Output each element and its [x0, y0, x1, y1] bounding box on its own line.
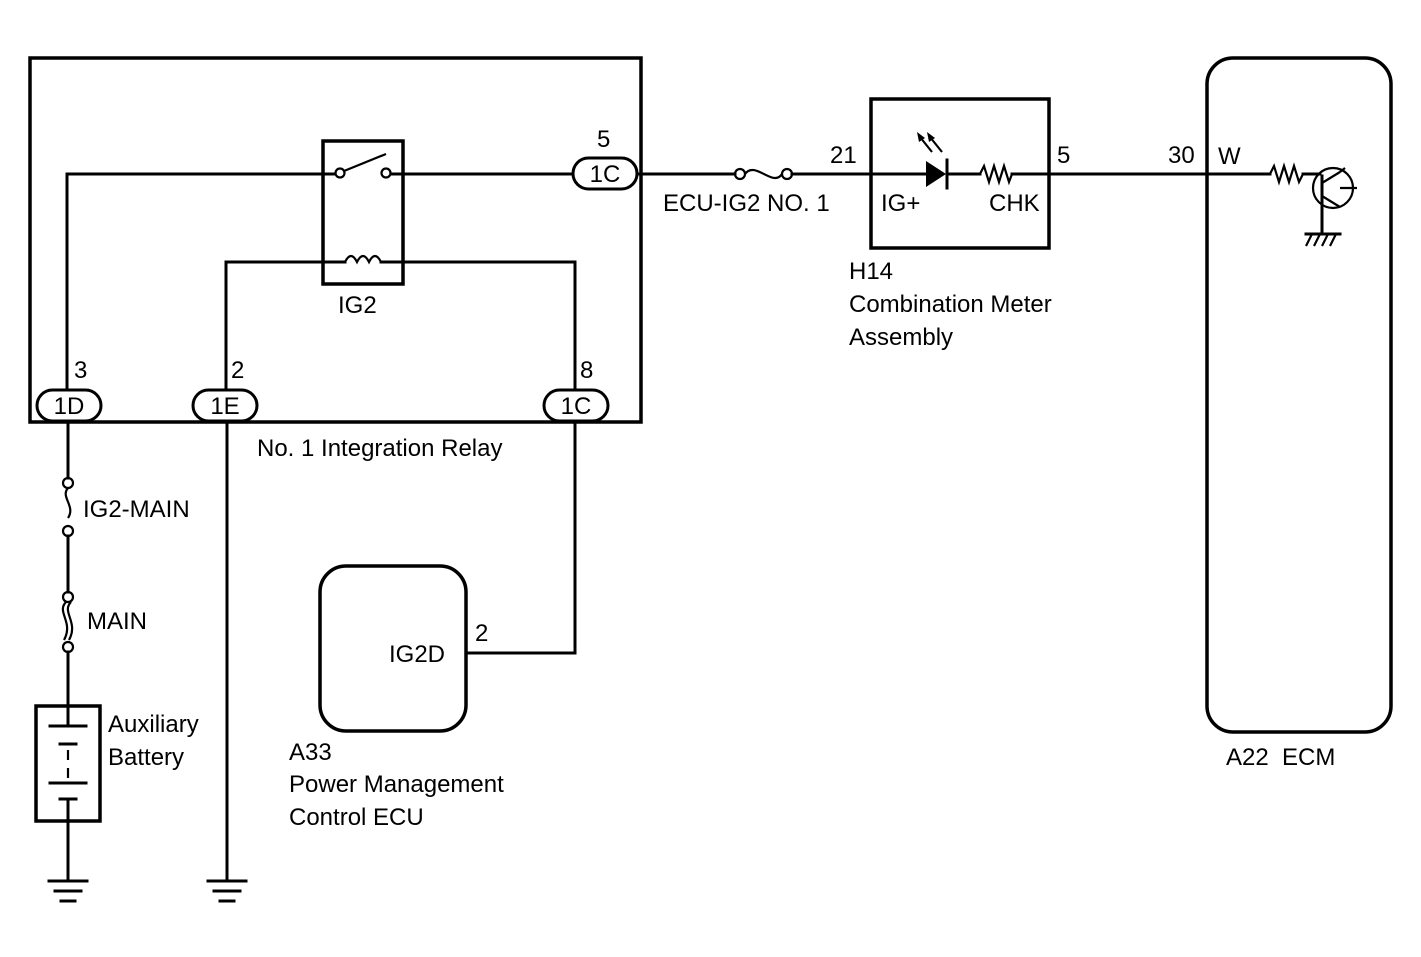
- meter-code: H14: [849, 258, 893, 285]
- battery-icon: [34, 704, 102, 823]
- meter-pin-5: 5: [1057, 142, 1070, 169]
- pm-ecu-name-line2: Control ECU: [289, 804, 424, 831]
- ig2-relay: [321, 139, 405, 286]
- relay-coil-wire-right: [379, 260, 577, 394]
- pin-5-relay: 5: [597, 126, 610, 153]
- meter-terminal-in: IG+: [881, 190, 920, 217]
- ecm-pin-30: 30: [1168, 142, 1195, 169]
- connector-1d: 1D: [35, 388, 103, 423]
- pm-ecu-name-line1: Power Management: [289, 771, 504, 798]
- integration-relay-box: [28, 56, 643, 424]
- pm-ecu-pin: 2: [475, 620, 488, 647]
- pin-2: 2: [231, 357, 244, 384]
- connector-1c-top-label: 1C: [590, 161, 621, 188]
- connector-1e: 1E: [191, 388, 259, 423]
- ground-icon-battery: [47, 879, 89, 903]
- connector-1c-bottom-label: 1C: [561, 393, 592, 420]
- ecu-ig2-fuse-label: ECU-IG2 NO. 1: [663, 190, 830, 217]
- meter-resistor-icon: [979, 162, 1014, 186]
- led-icon: [917, 132, 949, 190]
- main-fuse-label: MAIN: [87, 608, 147, 635]
- ecm-terminal-w: W: [1218, 143, 1241, 170]
- connector-1c-top: 1C: [571, 156, 639, 191]
- pm-ecu-code: A33: [289, 739, 332, 766]
- ig2-main-fuse-label: IG2-MAIN: [83, 496, 190, 523]
- pin-8: 8: [580, 357, 593, 384]
- connector-1d-label: 1D: [54, 393, 85, 420]
- main-fuse-icon: [61, 590, 75, 654]
- ecu-ig2-fuse-icon: [733, 167, 794, 181]
- connector-1e-label: 1E: [210, 393, 239, 420]
- ecm-box: [1205, 56, 1393, 734]
- ecm-label: A22 ECM: [1226, 744, 1335, 771]
- pm-ecu-box: [318, 564, 468, 733]
- relay-switch-icon: [334, 152, 392, 179]
- pin-3: 3: [74, 357, 87, 384]
- ig2d-wire: [464, 419, 577, 655]
- battery-label-line1: Auxiliary: [108, 711, 199, 738]
- meter-pin-21: 21: [830, 142, 857, 169]
- meter-name-line2: Assembly: [849, 324, 953, 351]
- ground-icon-middle: [206, 879, 248, 903]
- integration-relay-label: No. 1 Integration Relay: [257, 435, 502, 462]
- ig2-relay-label: IG2: [338, 292, 377, 319]
- meter-name-line1: Combination Meter: [849, 291, 1052, 318]
- transistor-icon: [1304, 166, 1357, 247]
- relay-switch-wire: [65, 172, 337, 394]
- pm-ecu-terminal: IG2D: [389, 641, 445, 668]
- meter-terminal-out: CHK: [989, 190, 1040, 217]
- ecm-resistor-icon: [1269, 162, 1304, 186]
- ig2-main-fuse-icon: [61, 476, 75, 538]
- connector-1c-bottom: 1C: [542, 388, 610, 423]
- battery-label-line2: Battery: [108, 744, 184, 771]
- relay-coil-wire-left: [224, 260, 347, 394]
- relay-coil-icon: [344, 254, 382, 265]
